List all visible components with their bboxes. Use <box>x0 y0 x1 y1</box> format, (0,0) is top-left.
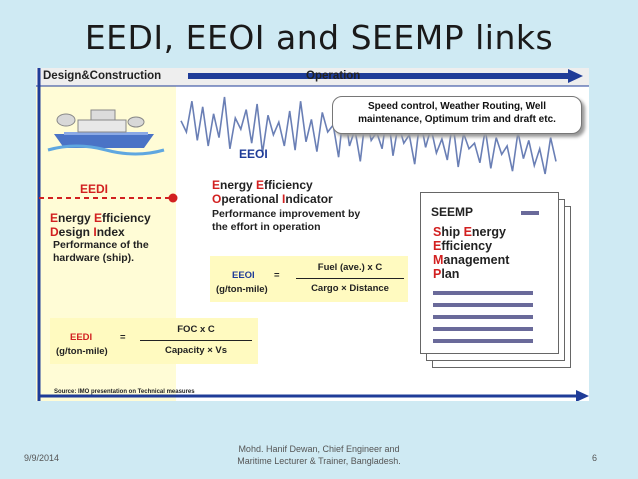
author-line-2: Maritime Lecturer & Trainer, Bangladesh. <box>237 456 401 466</box>
seemp-rule <box>433 327 533 331</box>
eeoi-formula-numerator: Fuel (ave.) x C <box>317 262 383 273</box>
eedi-formula-numerator: FOC x C <box>177 324 215 335</box>
eeoi-fraction-bar <box>296 278 404 279</box>
eedi-definition: Energy Efficiency Design Index Performan… <box>50 211 151 264</box>
eeoi-formula-name: EEOI <box>232 270 255 281</box>
seemp-rule <box>433 303 533 307</box>
eedi-description-2: hardware (ship). <box>53 251 135 264</box>
eeoi-letter-o: O <box>212 192 222 206</box>
seemp-document: SEEMP Ship Energy Efficiency Management … <box>420 192 559 354</box>
eedi-formula-equals: = <box>120 332 126 343</box>
eedi-letter-e1: E <box>50 211 59 225</box>
slide-date: 9/9/2014 <box>24 453 60 463</box>
eedi-formula-denominator: Capacity × Vs <box>164 345 228 356</box>
eedi-letter-i: I <box>93 225 97 239</box>
eedi-word-design: esign <box>58 225 94 239</box>
eedi-dot <box>168 193 178 203</box>
eeoi-letter-i: I <box>282 192 286 206</box>
seemp-rule <box>433 291 533 295</box>
eedi-eeoi-seemp-diagram: Design&Construction Operation Speed cont… <box>36 68 589 401</box>
source-note: Source: IMO presentation on Technical me… <box>54 389 195 395</box>
eeoi-letter-e1: E <box>212 178 221 192</box>
eeoi-word-operational: perational <box>221 192 283 206</box>
eedi-letter-e2: E <box>94 211 103 225</box>
timeline-arrow-shaft <box>188 73 568 79</box>
eedi-fraction-bar <box>140 340 252 341</box>
eeoi-description-1: Performance improvement by <box>212 208 361 220</box>
design-construction-label: Design&Construction <box>43 70 162 82</box>
author-line-1: Mohd. Hanif Dewan, Chief Engineer and <box>238 444 400 454</box>
eedi-letter-d: D <box>50 225 59 239</box>
seemp-rule <box>433 315 533 319</box>
slide-author: Mohd. Hanif Dewan, Chief Engineer and Ma… <box>214 443 424 467</box>
eedi-description-1: Performance of the <box>53 239 149 251</box>
eeoi-word-energy: nergy <box>220 178 257 192</box>
seemp-rule <box>521 211 539 215</box>
eeoi-formula-denominator: Cargo × Distance <box>311 283 389 294</box>
eedi-word-efficiency: fficiency <box>102 211 151 225</box>
eeoi-description-2: the effort in operation <box>212 220 321 233</box>
ship-icon <box>47 109 165 156</box>
eedi-formula-unit: (g/ton-mile) <box>56 346 108 357</box>
eeoi-formula-box: EEOI (g/ton-mile) = Fuel (ave.) x C Carg… <box>210 256 408 302</box>
eeoi-definition: Energy Efficiency Operational Indicator … <box>212 178 360 233</box>
diagram-graphics <box>36 68 589 401</box>
callout-line-1: Speed control, Weather Routing, Well <box>368 101 546 112</box>
eedi-formula-name: EEDI <box>70 332 93 343</box>
horizontal-axis-arrow <box>576 390 589 401</box>
slide-page-number: 6 <box>592 453 598 463</box>
eeoi-word-indicator: ndicator <box>285 192 333 206</box>
seemp-title: SEEMP <box>431 205 474 219</box>
operational-measures-callout: Speed control, Weather Routing, Well mai… <box>332 96 582 134</box>
seemp-rule <box>433 339 533 343</box>
eeoi-letter-e2: E <box>256 178 265 192</box>
eedi-word-index: ndex <box>96 225 125 239</box>
callout-line-2: maintenance, Optimum trim and draft etc. <box>358 114 556 125</box>
eedi-label: EEDI <box>80 182 109 196</box>
eeoi-label: EEOI <box>239 147 268 161</box>
eeoi-formula-equals: = <box>274 270 280 281</box>
operation-label: Operation <box>306 70 361 82</box>
timeline-arrow-head <box>568 69 583 83</box>
eeoi-formula-unit: (g/ton-mile) <box>216 284 268 295</box>
eedi-word-energy: nergy <box>58 211 95 225</box>
slide-title: EEDI, EEOI and SEEMP links <box>84 18 554 57</box>
seemp-expansion: Ship Energy Efficiency Management Plan <box>433 225 510 281</box>
eeoi-word-efficiency: fficiency <box>264 178 313 192</box>
eedi-formula-box: EEDI (g/ton-mile) = FOC x C Capacity × V… <box>50 318 258 364</box>
